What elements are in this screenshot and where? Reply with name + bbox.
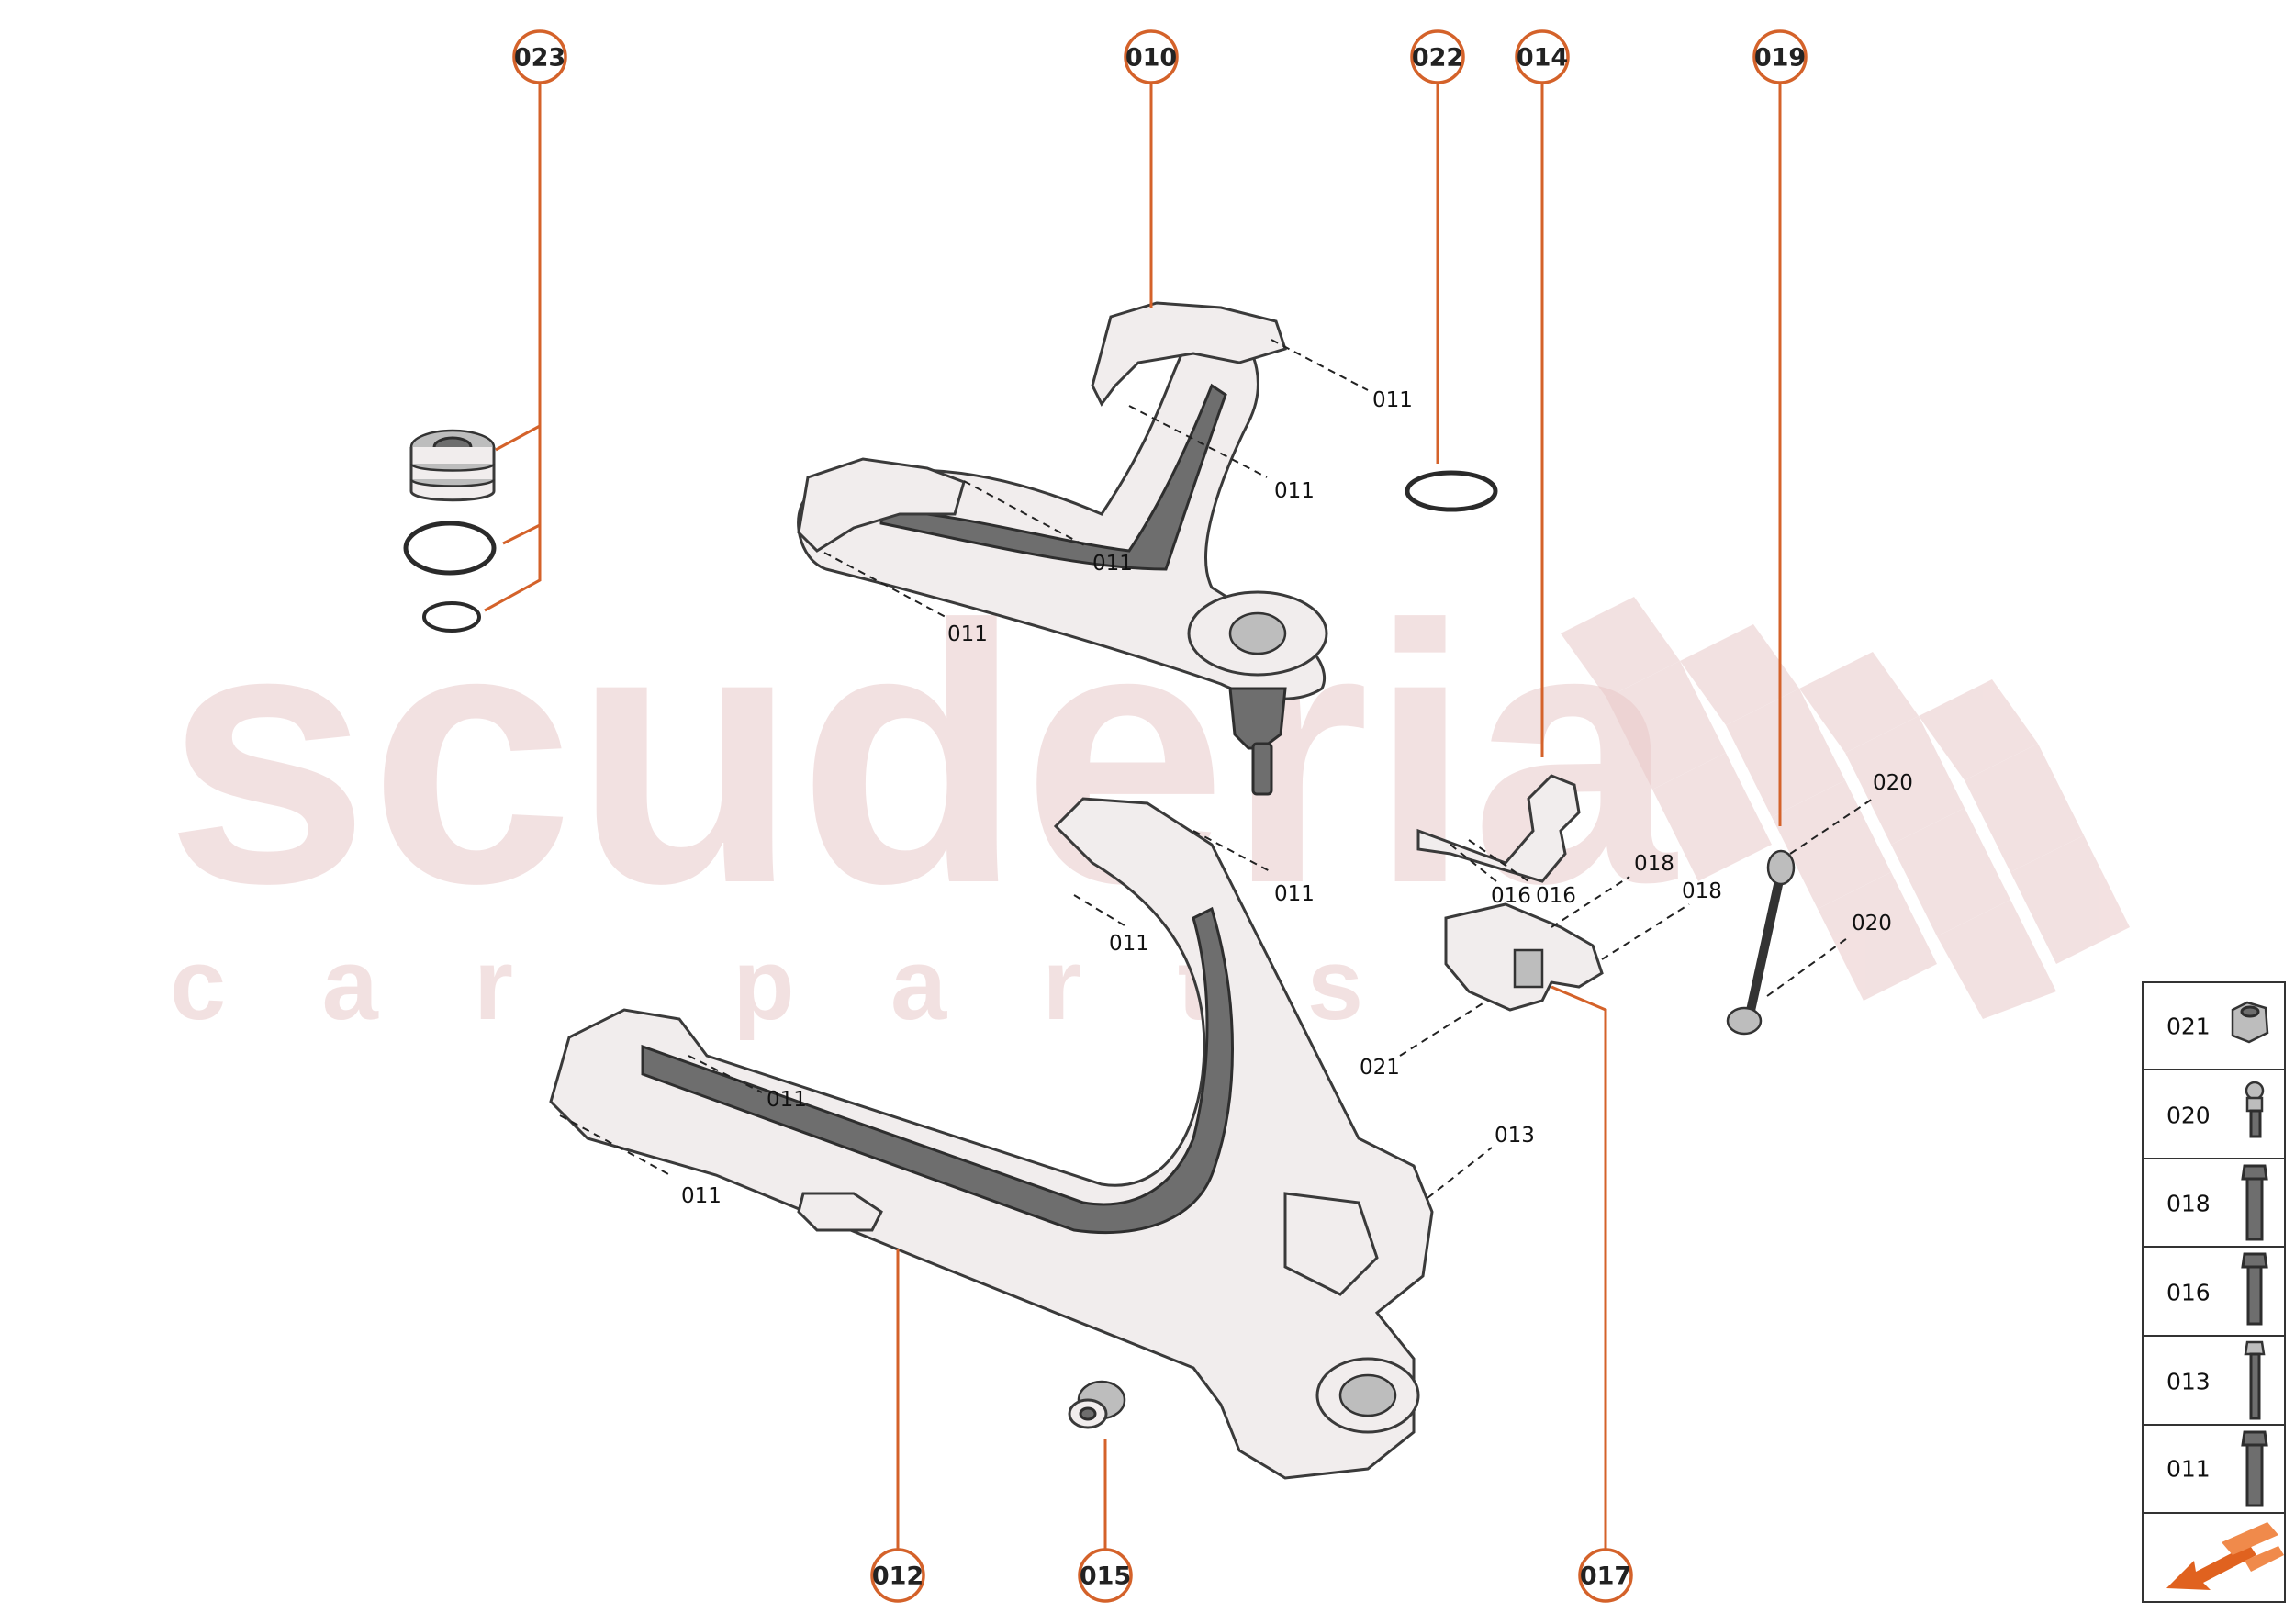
ref-label: 011 — [1109, 932, 1149, 956]
callout-014[interactable]: 014 — [1515, 29, 1570, 84]
legend-row-011: 011 — [2166, 1430, 2268, 1507]
ref-label: 018 — [1682, 879, 1722, 903]
callout-number: 014 — [1517, 44, 1568, 73]
legend-code: 018 — [2166, 1191, 2211, 1217]
ref-label: 020 — [1873, 771, 1913, 795]
callouts: 023 010 022 014 019 012 015 017 — [512, 29, 1808, 1603]
boot-kit — [403, 429, 497, 633]
height-sensor — [1444, 902, 1604, 1012]
legend-code: 020 — [2166, 1103, 2211, 1129]
flange-nut-icon — [2231, 1001, 2269, 1044]
legend-row-018: 018 — [2166, 1164, 2268, 1241]
leader-lines — [484, 79, 1782, 1553]
callout-number: 017 — [1580, 1562, 1631, 1591]
callout-015[interactable]: 015 — [1078, 1548, 1133, 1603]
flange-bolt-icon — [2241, 1252, 2268, 1326]
ref-label: 011 — [1274, 882, 1315, 906]
fastener-legend: 021 020 018 016 — [2142, 981, 2286, 1603]
watermark-main: scuderia — [165, 549, 1678, 959]
callout-010[interactable]: 010 — [1124, 29, 1179, 84]
ref-label: 021 — [1360, 1056, 1400, 1080]
ref-label: 011 — [947, 622, 988, 646]
legend-row-021: 021 — [2166, 1001, 2269, 1044]
watermark: scuderia car parts — [165, 549, 2130, 1041]
sensor-link-rod — [1726, 849, 1796, 1036]
lower-control-arm — [549, 797, 1434, 1480]
legend-code: 021 — [2166, 1014, 2211, 1040]
bushing — [1068, 1380, 1126, 1429]
flange-bolt-icon — [2241, 1430, 2268, 1507]
sensor-bracket — [1416, 774, 1581, 883]
callout-number: 010 — [1125, 44, 1177, 73]
callout-number: 022 — [1412, 44, 1463, 73]
callout-022[interactable]: 022 — [1410, 29, 1465, 84]
flange-bolt-icon — [2241, 1164, 2268, 1241]
ref-label: 018 — [1634, 852, 1674, 876]
retaining-ring — [403, 521, 497, 576]
checkered-flag-watermark — [1561, 597, 2130, 1019]
ref-label: 011 — [767, 1088, 807, 1112]
legend-code: 011 — [2166, 1456, 2211, 1483]
orange-arrow-icon — [2166, 1522, 2284, 1590]
ref-label: 020 — [1852, 912, 1892, 935]
callout-023[interactable]: 023 — [512, 29, 567, 84]
callout-number: 015 — [1080, 1562, 1131, 1591]
ref-label: 016 — [1491, 884, 1531, 908]
legend-row-020: 020 — [2166, 1081, 2265, 1138]
callout-012[interactable]: 012 — [870, 1548, 925, 1603]
circlip — [1405, 470, 1498, 512]
snap-ring — [422, 601, 481, 633]
legend-row-016: 016 — [2166, 1252, 2268, 1326]
ref-label: 011 — [681, 1184, 722, 1208]
reference-lines — [559, 339, 1874, 1199]
callout-number: 019 — [1754, 44, 1806, 73]
long-bolt-icon — [2244, 1340, 2266, 1420]
ref-label: 016 — [1536, 884, 1576, 908]
reference-labels: 011 011 011 011 011 011 011 011 013 016 … — [681, 388, 1913, 1208]
legend-code: 016 — [2166, 1280, 2211, 1306]
ref-label: 013 — [1495, 1124, 1535, 1148]
ref-label: 011 — [1372, 388, 1413, 412]
callout-number: 012 — [872, 1562, 924, 1591]
ball-stud-icon — [2245, 1081, 2265, 1138]
callout-019[interactable]: 019 — [1752, 29, 1808, 84]
upper-control-arm — [797, 301, 1328, 796]
legend-row-013: 013 — [2166, 1340, 2266, 1420]
ref-label: 011 — [1092, 552, 1133, 576]
callout-017[interactable]: 017 — [1578, 1548, 1633, 1603]
ref-label: 011 — [1274, 479, 1315, 503]
legend-code: 013 — [2166, 1369, 2211, 1395]
callout-number: 023 — [514, 44, 565, 73]
